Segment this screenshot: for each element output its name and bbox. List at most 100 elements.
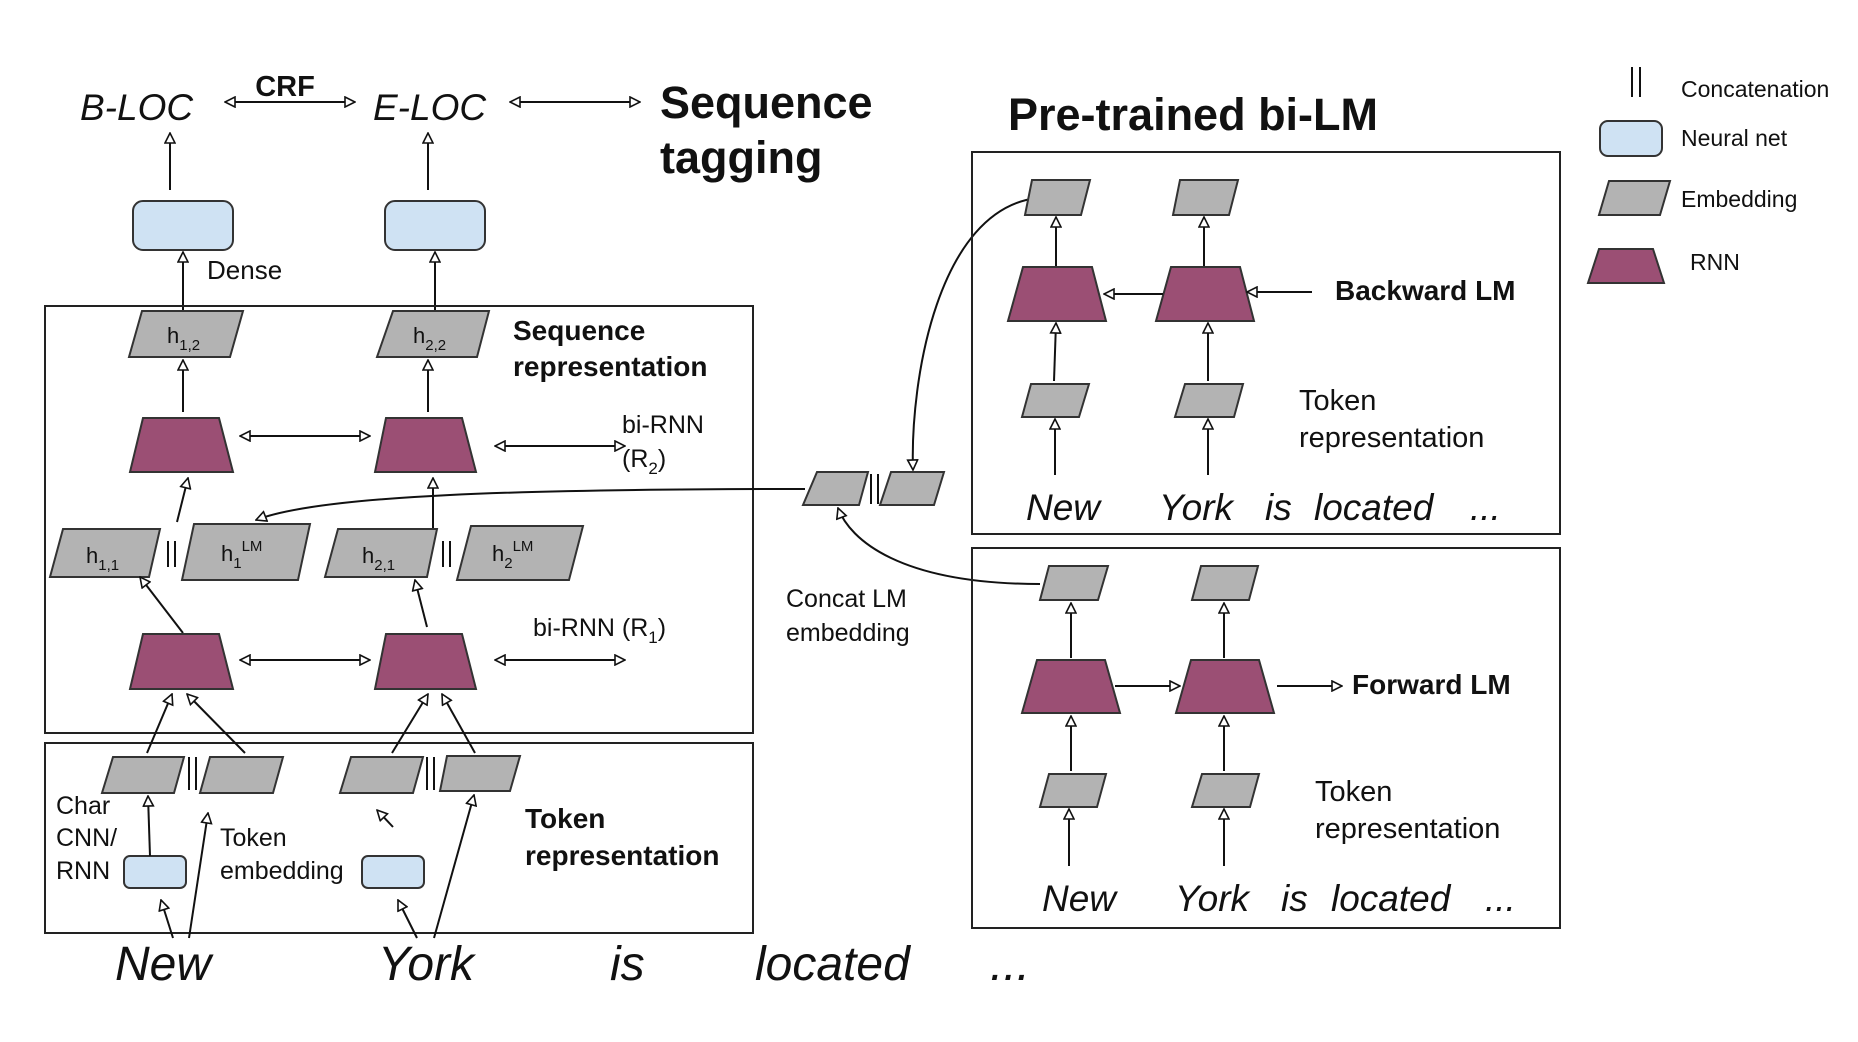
embedding-h22 xyxy=(375,310,491,358)
arrow-h11-to-rnn2 xyxy=(176,478,188,523)
h11-label: h1,1 xyxy=(86,543,119,574)
embedding-h2-lm xyxy=(455,525,585,581)
backward-lm-output-emb-1 xyxy=(1023,179,1092,216)
embedding-h12 xyxy=(127,310,245,358)
forward-lm-token-emb-1 xyxy=(1038,773,1108,808)
char-embedding-new xyxy=(100,756,186,794)
forward-word-is: is xyxy=(1281,878,1308,919)
arrow-emb1-to-rnn1 xyxy=(146,694,172,754)
char-cnn-net-1 xyxy=(123,855,187,889)
sequence-representation-title-line2: representation xyxy=(513,351,708,382)
forward-lm-token-emb-2 xyxy=(1190,773,1261,808)
sequence-tagging: B-LOC E-LOC CRF Sequence tagging Dense xyxy=(80,71,873,310)
word-ellipsis: ... xyxy=(990,938,1030,991)
arrow-tok1-to-rnn1 xyxy=(187,694,246,754)
dense-layer-1 xyxy=(132,200,234,251)
backward-lm-box xyxy=(971,151,1561,535)
birnn-r2-label-line1: bi-RNN xyxy=(622,411,704,439)
forward-lm-box xyxy=(971,547,1561,929)
token-embedding-label-line2: embedding xyxy=(220,857,344,885)
forward-lm-rnn-1 xyxy=(1020,659,1122,714)
tag-b-loc: B-LOC xyxy=(80,87,193,128)
forward-word-located: located xyxy=(1331,878,1452,919)
arrow-forward-lm-to-concat xyxy=(838,508,1041,585)
lm-forward-embedding xyxy=(801,471,870,506)
backward-lm-label: Backward LM xyxy=(1335,275,1516,306)
dense-layer-2 xyxy=(384,200,486,251)
backward-word-york: York xyxy=(1159,487,1236,528)
backward-lm-rnn-2 xyxy=(1154,266,1256,322)
arrow-emb2-to-rnn1 xyxy=(391,694,428,754)
tag-e-loc: E-LOC xyxy=(373,87,486,128)
arrow-rnn1b-to-h21 xyxy=(415,580,428,628)
birnn-r1-label: bi-RNN (R1) xyxy=(533,614,666,647)
char-embedding-york xyxy=(338,756,425,794)
crf-label: CRF xyxy=(255,71,315,103)
forward-token-rep-line2: representation xyxy=(1315,813,1500,845)
backward-lm-token-emb-1 xyxy=(1020,383,1091,418)
token-embedding-new xyxy=(198,756,285,794)
concat-lm-label-line1: Concat LM xyxy=(786,585,907,613)
char-cnn-label-line1: Char xyxy=(56,792,110,820)
arrow-cnn2-to-emb xyxy=(377,810,394,828)
word-new: New xyxy=(115,938,214,991)
h12-label: h1,2 xyxy=(167,323,200,354)
arrow-new-to-cnn xyxy=(161,900,174,939)
lm-backward-embedding xyxy=(878,471,946,506)
dense-label: Dense xyxy=(207,255,282,285)
arrow-york-to-token-emb xyxy=(433,795,474,939)
token-representation-title-line2: representation xyxy=(525,840,720,871)
token-representation-title-line1: Token xyxy=(525,803,605,834)
legend: Concatenation Neural net Embedding RNN xyxy=(1586,67,1829,284)
legend-concatenation-label: Concatenation xyxy=(1681,76,1829,102)
forward-lm-output-emb-1 xyxy=(1038,565,1110,601)
h1-lm-label: h1LM xyxy=(221,538,262,572)
backward-lm-rnn-1 xyxy=(1006,266,1108,322)
arrow-bwd-emb1-up xyxy=(1054,323,1056,382)
forward-token-rep-line1: Token xyxy=(1315,776,1392,808)
rnn-r1-cell-1 xyxy=(128,633,235,690)
h21-label: h2,1 xyxy=(362,543,395,574)
char-cnn-label-line3: RNN xyxy=(56,857,110,885)
bilm-title: Pre-trained bi-LM xyxy=(1008,89,1378,140)
input-sentence: New York is located ... xyxy=(115,938,1030,991)
sequence-representation-title-line1: Sequence xyxy=(513,315,645,346)
forward-lm-label: Forward LM xyxy=(1352,669,1511,700)
backward-word-is: is xyxy=(1265,487,1292,528)
forward-word-ellipsis: ... xyxy=(1485,878,1516,919)
sequence-representation-box xyxy=(44,305,754,734)
sequence-tagging-title-line2: tagging xyxy=(660,132,822,183)
char-cnn-label-line2: CNN/ xyxy=(56,824,117,852)
legend-embedding-icon xyxy=(1597,180,1672,216)
h22-label: h2,2 xyxy=(413,323,446,354)
legend-rnn-label: RNN xyxy=(1690,249,1740,275)
rnn-r1-cell-2 xyxy=(373,633,478,690)
arrow-rnn1a-to-h11 xyxy=(140,577,184,634)
word-located: located xyxy=(755,938,911,991)
birnn-r2-label-line2: (R2) xyxy=(622,445,666,478)
forward-lm-rnn-2 xyxy=(1174,659,1276,714)
pretrained-bilm: Pre-trained bi-LM Backward LM Token repr… xyxy=(971,89,1561,929)
legend-neural-net-icon xyxy=(1599,120,1663,157)
arrow-tok2-to-rnn1 xyxy=(442,694,476,754)
embedding-h1-lm xyxy=(180,523,312,581)
embedding-h21 xyxy=(323,528,439,578)
arrow-new-to-token-emb xyxy=(188,813,208,939)
arrow-cnn1-to-emb xyxy=(148,796,150,857)
legend-neural-net-label: Neural net xyxy=(1681,125,1788,151)
legend-rnn-icon xyxy=(1586,248,1666,284)
backward-lm-output-emb-2 xyxy=(1171,179,1240,216)
sequence-representation: Sequence representation h1,2 h2,2 bi-RNN… xyxy=(44,305,754,734)
arrow-york-to-cnn xyxy=(397,900,418,939)
word-is: is xyxy=(610,938,645,991)
forward-lm-output-emb-2 xyxy=(1190,565,1260,601)
concat-lm-embedding: Concat LM embedding xyxy=(256,197,1041,647)
token-embedding-label-line1: Token xyxy=(220,824,287,852)
char-cnn-net-2 xyxy=(361,855,425,889)
backward-token-rep-line2: representation xyxy=(1299,422,1484,454)
backward-word-new: New xyxy=(1026,487,1102,528)
arrow-backward-lm-to-concat xyxy=(913,197,1038,470)
legend-embedding-label: Embedding xyxy=(1681,186,1797,212)
h2-lm-label: h2LM xyxy=(492,538,533,572)
